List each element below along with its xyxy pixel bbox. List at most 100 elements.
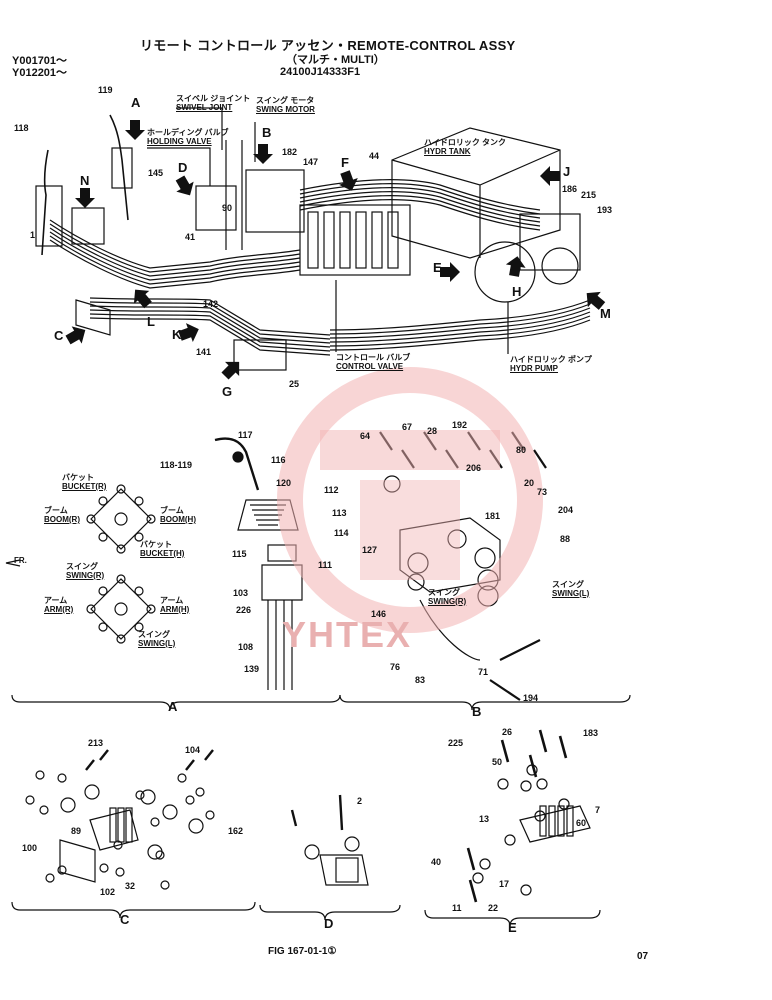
pilot-pattern-upper-port bbox=[134, 496, 144, 506]
valve-spool-e bbox=[548, 805, 556, 837]
view-arrow-b-icon bbox=[253, 144, 273, 164]
view-letter-a: A bbox=[131, 95, 141, 110]
port-marker-e bbox=[558, 798, 570, 810]
part-number-callout: 204 bbox=[558, 505, 574, 515]
fitting-stem-c bbox=[185, 759, 195, 771]
hydr-pump-valve bbox=[519, 213, 581, 271]
part-number-callout: 225 bbox=[448, 738, 464, 748]
page-number: 07 bbox=[637, 951, 649, 962]
fitting-c bbox=[150, 817, 160, 827]
section-label-a: A bbox=[168, 699, 178, 714]
valve-spool-c bbox=[125, 807, 133, 843]
part-number-callout: 102 bbox=[100, 887, 116, 897]
fitting-c bbox=[57, 865, 67, 875]
part-number-callout: 206 bbox=[466, 463, 482, 473]
port-marker-e bbox=[497, 778, 509, 790]
hose-bundle-top bbox=[299, 190, 541, 223]
hose-bundle-right bbox=[329, 303, 591, 335]
part-number-callout: 17 bbox=[499, 879, 510, 889]
pilot-pattern-upper-port bbox=[146, 514, 156, 524]
view-arrow-n-icon bbox=[75, 188, 95, 208]
pilot-pattern-upper-port bbox=[98, 532, 108, 542]
hose-bundle-left bbox=[49, 235, 301, 285]
port-p1 bbox=[407, 573, 425, 591]
hose-bundle-top bbox=[299, 178, 541, 211]
part-number-callout: 193 bbox=[597, 205, 613, 215]
view-letter-j: J bbox=[563, 164, 571, 179]
view-letter-c: C bbox=[54, 328, 64, 343]
swing-motor-body bbox=[245, 169, 305, 233]
part-number-callout: 22 bbox=[488, 903, 499, 913]
part-number-callout: 226 bbox=[236, 605, 252, 615]
part-number-callout: 104 bbox=[185, 745, 201, 755]
hose-bundle-bottom bbox=[89, 317, 331, 356]
port-marker-e bbox=[472, 872, 484, 884]
fitting-c bbox=[45, 873, 55, 883]
hose-bundle-right bbox=[329, 311, 591, 343]
fitting-c bbox=[25, 795, 35, 805]
valve-spool-c bbox=[109, 807, 117, 843]
part-number-callout: 141 bbox=[196, 347, 212, 357]
fitting-c bbox=[57, 773, 67, 783]
part-number-callout: 64 bbox=[360, 431, 371, 441]
part-number-callout: 118-119 bbox=[160, 460, 193, 470]
fitting-stem-e bbox=[500, 739, 510, 763]
valve-body-60 bbox=[519, 805, 591, 843]
pilot-pattern-lower-port bbox=[116, 574, 126, 584]
port-marker-c bbox=[162, 804, 178, 820]
hose-bundle-top bbox=[299, 194, 541, 227]
pilot-pattern-lower-port bbox=[116, 634, 126, 644]
control-valve-body bbox=[299, 204, 411, 276]
part-number-callout: 60 bbox=[576, 818, 587, 828]
part-number-callout: 181 bbox=[485, 511, 501, 521]
lever-119 bbox=[109, 114, 129, 221]
fitting-c bbox=[160, 880, 170, 890]
pilot-pattern-upper-port bbox=[98, 496, 108, 506]
port-marker-c bbox=[84, 784, 100, 800]
fitting-c bbox=[99, 863, 109, 873]
part-number-callout: 114 bbox=[334, 528, 349, 538]
fitting-stem-c bbox=[99, 749, 109, 761]
part-number-callout: 113 bbox=[332, 508, 347, 518]
valve-body-89 bbox=[89, 809, 139, 851]
pilot-pattern-upper-port bbox=[116, 544, 126, 554]
part-number-callout: 194 bbox=[523, 693, 539, 703]
part-number-callout: 40 bbox=[431, 857, 442, 867]
port-c bbox=[383, 475, 401, 493]
leader-line bbox=[176, 107, 223, 150]
mount-plate-100 bbox=[59, 839, 96, 883]
fitting-stem-e bbox=[538, 729, 548, 753]
knob-117 bbox=[232, 451, 244, 463]
part-number-callout: 103 bbox=[233, 588, 249, 598]
view-letter-d: D bbox=[178, 160, 188, 175]
part-number-callout: 142 bbox=[203, 299, 219, 309]
fitting-exploded bbox=[533, 449, 547, 469]
control-valve-spool bbox=[371, 211, 383, 269]
view-arrow-f-icon bbox=[339, 170, 358, 191]
hose-bundle-left bbox=[49, 239, 301, 289]
part-number-callout: 50 bbox=[492, 757, 503, 767]
part-number-callout: 115 bbox=[232, 549, 247, 559]
lever-base-119 bbox=[111, 147, 133, 189]
part-number-callout: 215 bbox=[581, 190, 597, 200]
control-valve-spool bbox=[339, 211, 351, 269]
view-letter-l: L bbox=[147, 314, 155, 329]
swivel-joint-shaft bbox=[225, 140, 243, 250]
part-number-callout: 118 bbox=[14, 123, 29, 133]
part-code: 24100J14333F1 bbox=[280, 66, 361, 78]
hose-bundle-bottom bbox=[89, 297, 331, 336]
hose-bundle-right bbox=[329, 319, 591, 351]
lever-118 bbox=[41, 149, 49, 256]
pilot-valve-n bbox=[71, 207, 105, 245]
view-letter-e: E bbox=[433, 260, 442, 275]
fitting-c bbox=[35, 770, 45, 780]
part-number-callout: 186 bbox=[562, 184, 578, 194]
